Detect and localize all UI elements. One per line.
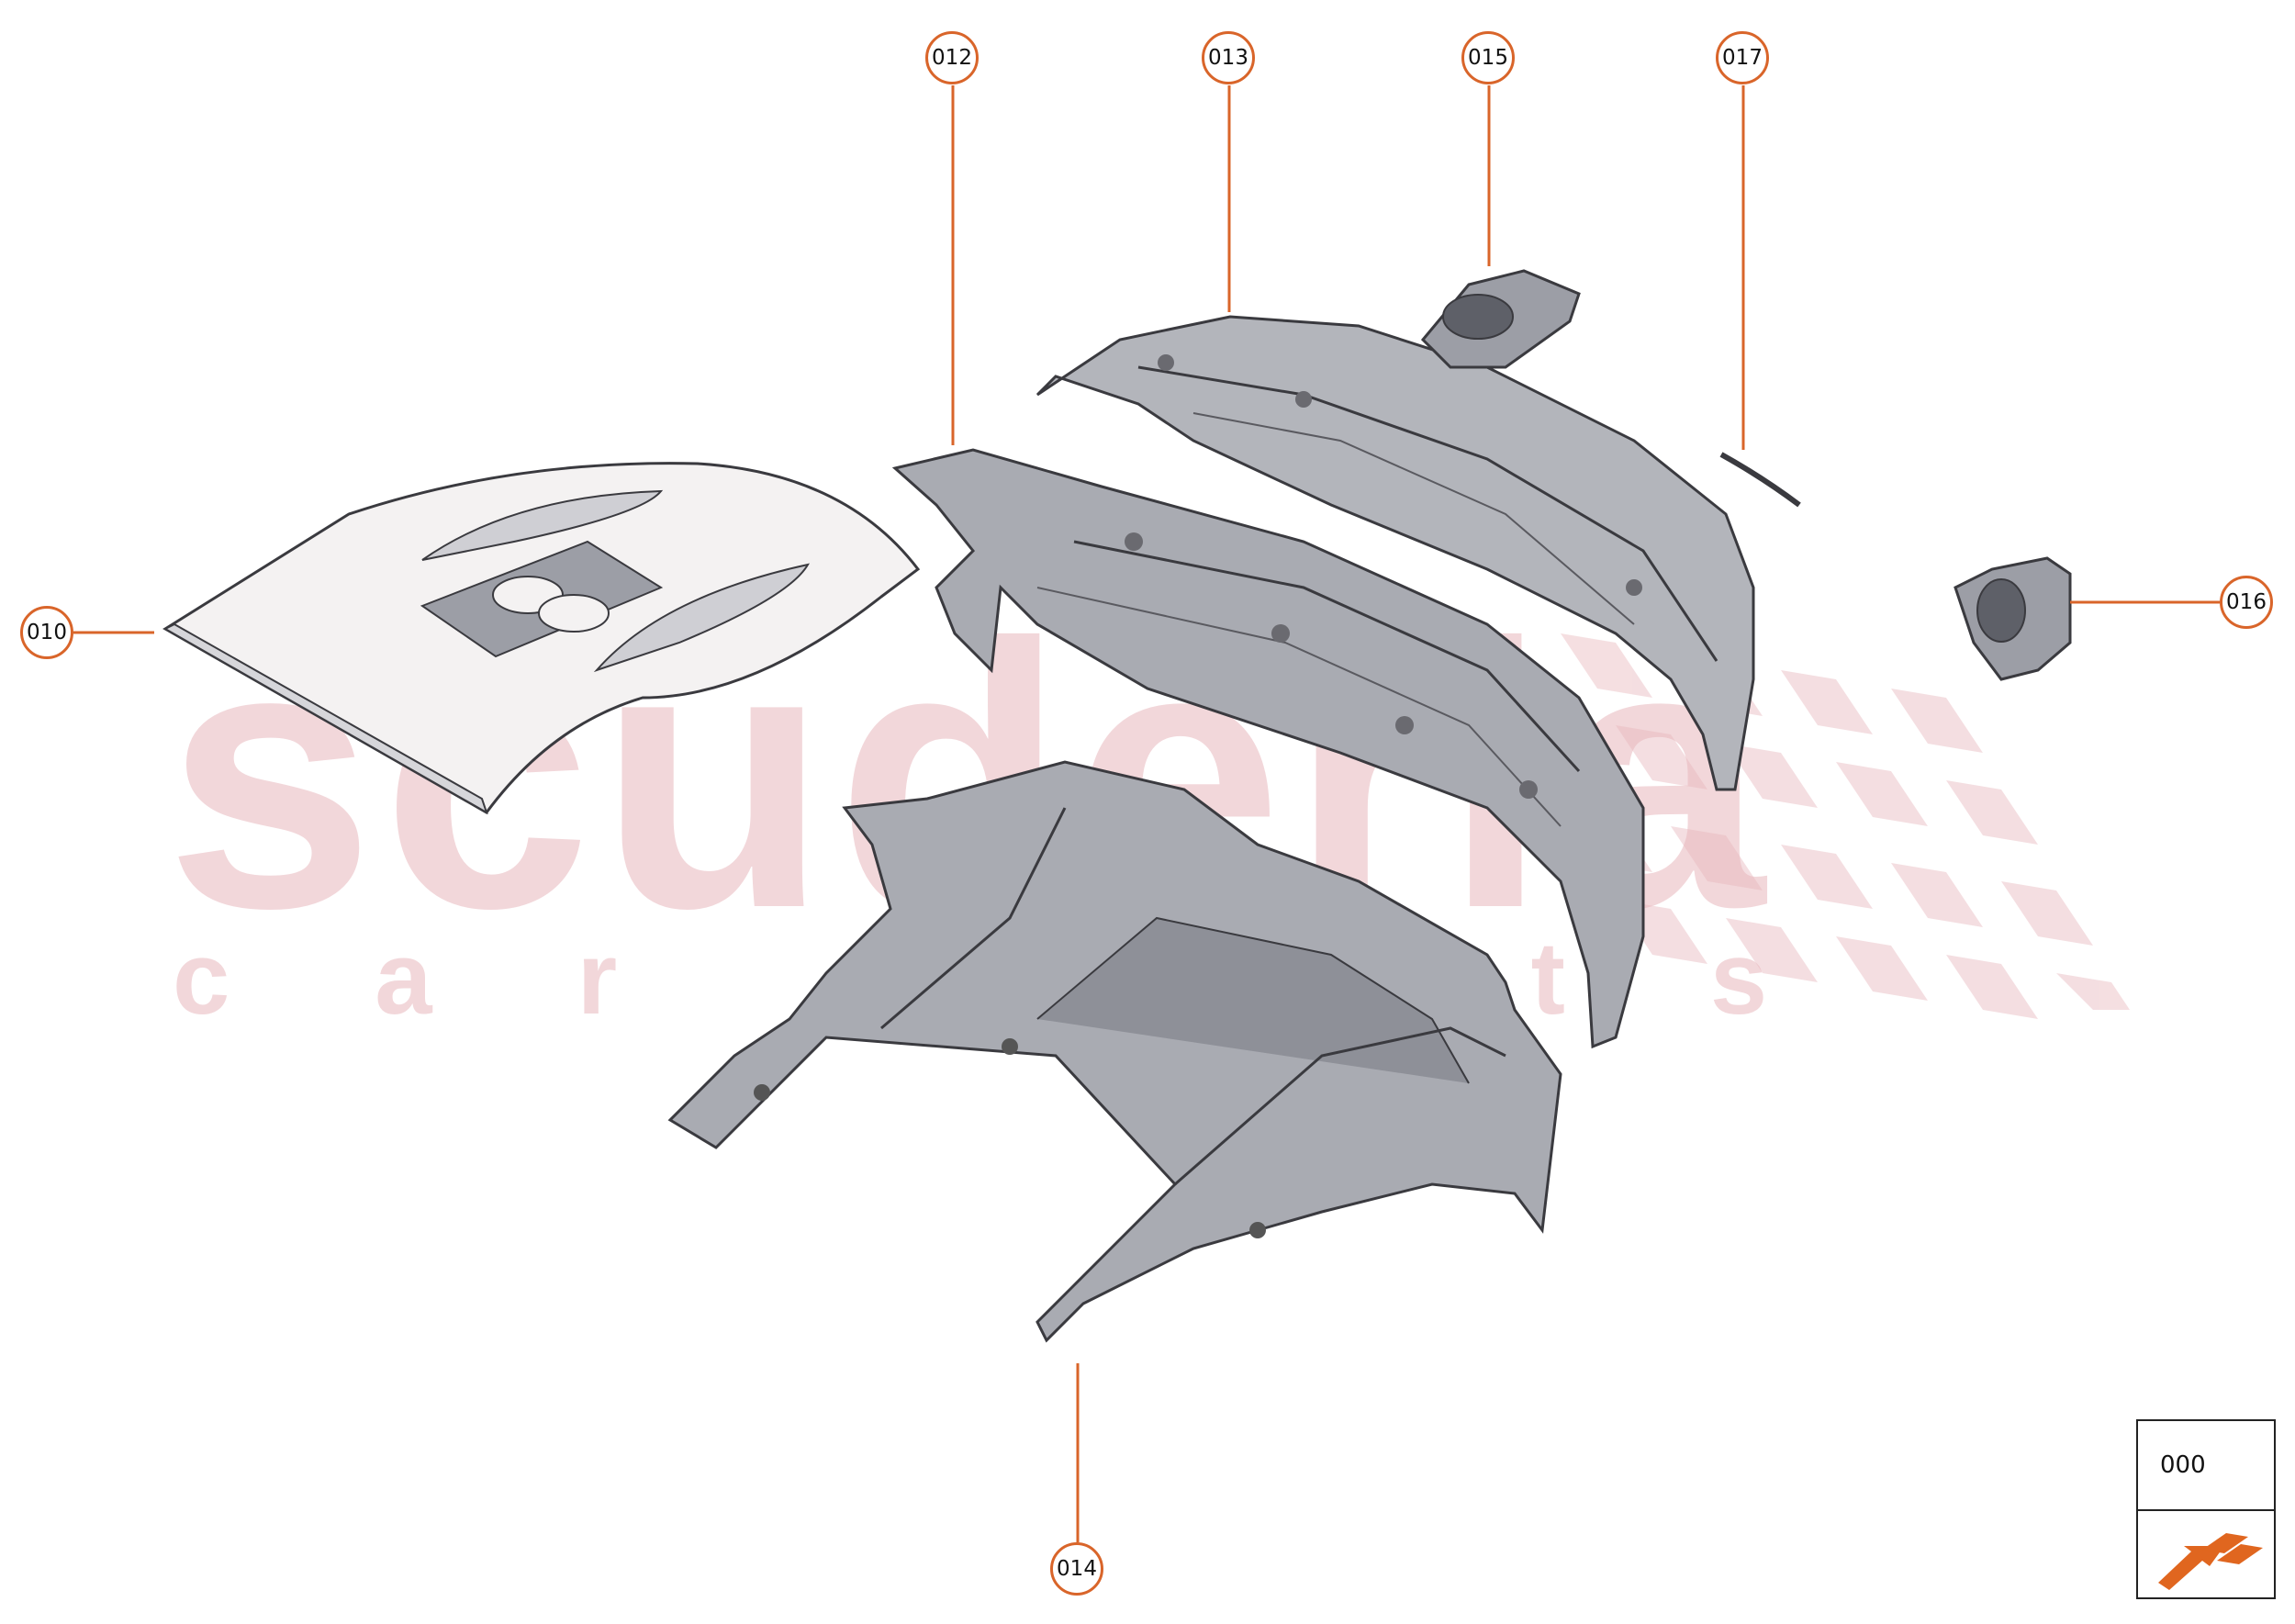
reference-icon-area [2138, 1511, 2274, 1599]
callout-015[interactable]: 015 [1461, 31, 1515, 84]
leader-lines [73, 85, 2220, 1542]
reference-box[interactable]: 000 [2136, 1419, 2276, 1599]
callout-016[interactable]: 016 [2220, 576, 2273, 629]
reference-code: 000 [2138, 1421, 2274, 1511]
callout-012[interactable]: 012 [925, 31, 979, 84]
direction-arrow-icon [2158, 1533, 2263, 1590]
part-014-undertray [667, 760, 1562, 1343]
part-017-badge [1719, 452, 1801, 508]
callout-014[interactable]: 014 [1050, 1542, 1103, 1596]
part-013-rear-bumper [1036, 315, 1755, 791]
checkered-flag-watermark [1561, 633, 2130, 1019]
callout-013[interactable]: 013 [1202, 31, 1255, 84]
part-016-tailpipe-trim [1954, 556, 2072, 681]
part-012-bumper-support [891, 448, 1645, 1049]
part-010-engine-cover [162, 462, 921, 815]
part-015-tailpipe-trim [1420, 269, 1581, 369]
callout-010[interactable]: 010 [20, 606, 73, 659]
callout-017[interactable]: 017 [1716, 31, 1769, 84]
